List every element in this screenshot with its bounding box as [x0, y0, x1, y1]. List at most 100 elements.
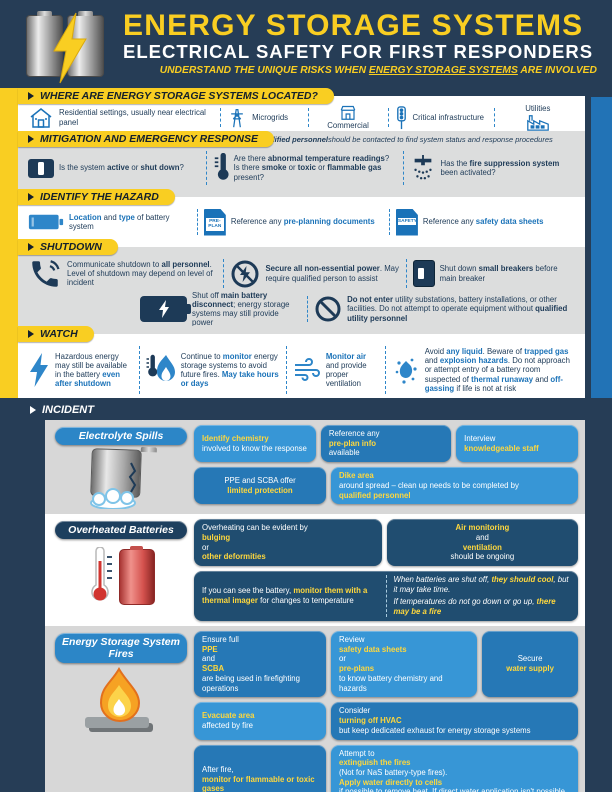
- overheated-label: Overheated Batteries: [55, 521, 187, 540]
- watch-text: Continue to monitor energy storage syste…: [180, 351, 279, 389]
- battery-lightning-icon: [26, 9, 110, 84]
- divider: [493, 108, 495, 127]
- divider: [196, 209, 198, 235]
- shutdown-item-communicate: Communicate shutdown to all personnel. L…: [24, 257, 221, 291]
- section-banner-row: WATCH: [18, 326, 585, 342]
- section-title: WHERE ARE ENERGY STORAGE SYSTEMS LOCATED…: [40, 89, 318, 102]
- battery-disconnect-icon: [140, 296, 191, 322]
- shutdown-row-1: Communicate shutdown to all personnel. L…: [18, 255, 585, 292]
- located-label: Microgrids: [252, 112, 289, 122]
- section-banner-row: MITIGATION AND EMERGENCY RESPONSE Qualif…: [18, 131, 585, 147]
- identify-item-preplan: PRE-PLAN Reference any pre-planning docu…: [200, 208, 387, 236]
- monitor-temperature-icon: [146, 354, 175, 381]
- card: Consider turning off HVAC but keep dedic…: [331, 702, 578, 740]
- shutdown-row-2: Shut off main battery disconnect; energy…: [18, 290, 585, 328]
- divider: [138, 346, 140, 394]
- upper-sections: WHERE ARE ENERGY STORAGE SYSTEMS LOCATED…: [0, 88, 612, 398]
- page-title: ENERGY STORAGE SYSTEMS: [123, 9, 584, 42]
- arrow-icon: [28, 192, 34, 201]
- red-battery-graphic: [119, 546, 155, 606]
- identify-item-battery: Location and type of battery system: [24, 212, 195, 232]
- located-label: Commercial: [327, 120, 369, 130]
- document-label: SAFETY: [397, 217, 417, 226]
- leaking-battery-illustration: [61, 446, 181, 510]
- located-row: Residential settings, usually near elect…: [18, 104, 585, 131]
- divider: [220, 108, 222, 127]
- section-banner-mitigation: MITIGATION AND EMERGENCY RESPONSE: [18, 131, 274, 147]
- identify-text: Reference any pre-planning documents: [230, 217, 375, 227]
- section-banner-incident: INCIDENT: [30, 403, 612, 417]
- divider: [405, 259, 407, 288]
- safety-document-icon: SAFETY: [395, 208, 418, 236]
- fires-right-stack: Attempt to extinguish the fires (Not for…: [331, 744, 578, 792]
- thermometer-battery-illustration: [66, 543, 176, 606]
- arrow-icon: [30, 406, 36, 414]
- divider: [402, 151, 404, 185]
- spill-graphic: [90, 462, 137, 510]
- blue-side-strip: [591, 97, 612, 398]
- page-subtitle: ELECTRICAL SAFETY FOR FIRST RESPONDERS: [123, 41, 594, 62]
- thermometer-icon: [214, 153, 229, 180]
- shutdown-text: Communicate shutdown to all personnel. L…: [67, 259, 213, 288]
- title-block: ENERGY STORAGE SYSTEMS ELECTRICAL SAFETY…: [123, 9, 597, 88]
- divider: [385, 575, 387, 617]
- spills-label: Electrolyte Spills: [55, 427, 187, 446]
- mitigation-item-fire-suppression: Has the fire suppression system been act…: [406, 154, 580, 182]
- traffic-signal-icon: [396, 105, 406, 129]
- mitigation-note: Qualified personnel should be contacted …: [254, 131, 585, 147]
- header: ENERGY STORAGE SYSTEMS ELECTRICAL SAFETY…: [0, 0, 612, 88]
- divider: [307, 296, 309, 322]
- watch-text: Hazardous energy may still be available …: [55, 351, 127, 389]
- card: Dike area around spread – clean up needs…: [331, 467, 578, 505]
- phone-icon: [32, 259, 60, 287]
- section-title: INCIDENT: [42, 404, 94, 416]
- divider: [307, 108, 309, 127]
- card: Review safety data sheets or pre-plans t…: [331, 630, 478, 698]
- transmission-tower-icon: [231, 108, 243, 127]
- sprinkler-icon: [413, 155, 432, 180]
- no-entry-icon: [315, 296, 341, 322]
- overheated-cards: Overheating can be evident by bulging or…: [190, 519, 578, 621]
- watch-text: Avoid any liquid. Beware of trapped gas …: [424, 347, 570, 393]
- mitigation-text: Is the system active or shut down?: [59, 163, 184, 173]
- fire-illustration: [85, 667, 153, 733]
- incident-section: INCIDENT Electrolyte Spills: [0, 398, 612, 792]
- shutdown-text: Shut off main battery disconnect; energy…: [192, 290, 290, 328]
- wind-icon: [294, 358, 320, 381]
- card-aside: When batteries are shut off, they should…: [394, 575, 571, 617]
- section-title: WATCH: [40, 327, 78, 340]
- located-item-commercial: Commercial: [311, 105, 386, 130]
- electrolyte-spills-band: Electrolyte Spills Identify chemistr: [45, 420, 585, 515]
- identify-text: Reference any safety data sheets: [422, 217, 544, 227]
- no-power-icon: [231, 260, 259, 287]
- fires-label: Energy Storage System Fires: [55, 632, 187, 664]
- card: Interview knowledgeable staff: [456, 425, 578, 463]
- shutdown-item-do-not-enter: Do not enter utility substations, batter…: [310, 295, 579, 323]
- section-banner-watch: WATCH: [18, 326, 94, 342]
- divider: [205, 151, 207, 185]
- overheated-batteries-band: Overheated Batteries Overheating can b: [45, 514, 585, 626]
- fires-cards: Ensure full PPE and SCBA are being used …: [190, 630, 578, 792]
- arrow-icon: [28, 91, 34, 100]
- arrow-icon: [28, 134, 34, 143]
- watch-row: Hazardous energy may still be available …: [18, 342, 585, 398]
- house-icon: [30, 107, 52, 128]
- red-thermometer-graphic: [91, 547, 112, 601]
- mitigation-item-temperature: Are there abnormal temperature readings?…: [209, 153, 401, 183]
- watch-item-hazardous-energy: Hazardous energy may still be available …: [24, 352, 137, 389]
- shutdown-block: Communicate shutdown to all personnel. L…: [18, 255, 585, 328]
- breaker-box-icon: [412, 260, 435, 287]
- liquid-splash-icon: [395, 358, 417, 384]
- section-banner-shutdown: SHUTDOWN: [18, 239, 118, 255]
- ess-fires-band: Energy Storage System Fires Ensure full …: [45, 625, 585, 792]
- battery-icon: [28, 214, 64, 230]
- watch-item-monitor: Continue to monitor energy storage syste…: [142, 352, 284, 389]
- mitigation-row: Is the system active or shut down? Are t…: [18, 147, 585, 189]
- card: PPE and SCBA offer limited protection: [194, 467, 326, 505]
- storefront-icon: [340, 105, 356, 120]
- mitigation-text: Are there abnormal temperature readings?…: [233, 154, 390, 182]
- section-banner-identify: IDENTIFY THE HAZARD: [18, 189, 175, 205]
- card: Attempt to extinguish the fires (Not for…: [331, 744, 578, 792]
- fires-left-column: Energy Storage System Fires: [52, 631, 190, 792]
- watch-item-ventilation: Monitor air and provide proper ventilati…: [289, 352, 383, 389]
